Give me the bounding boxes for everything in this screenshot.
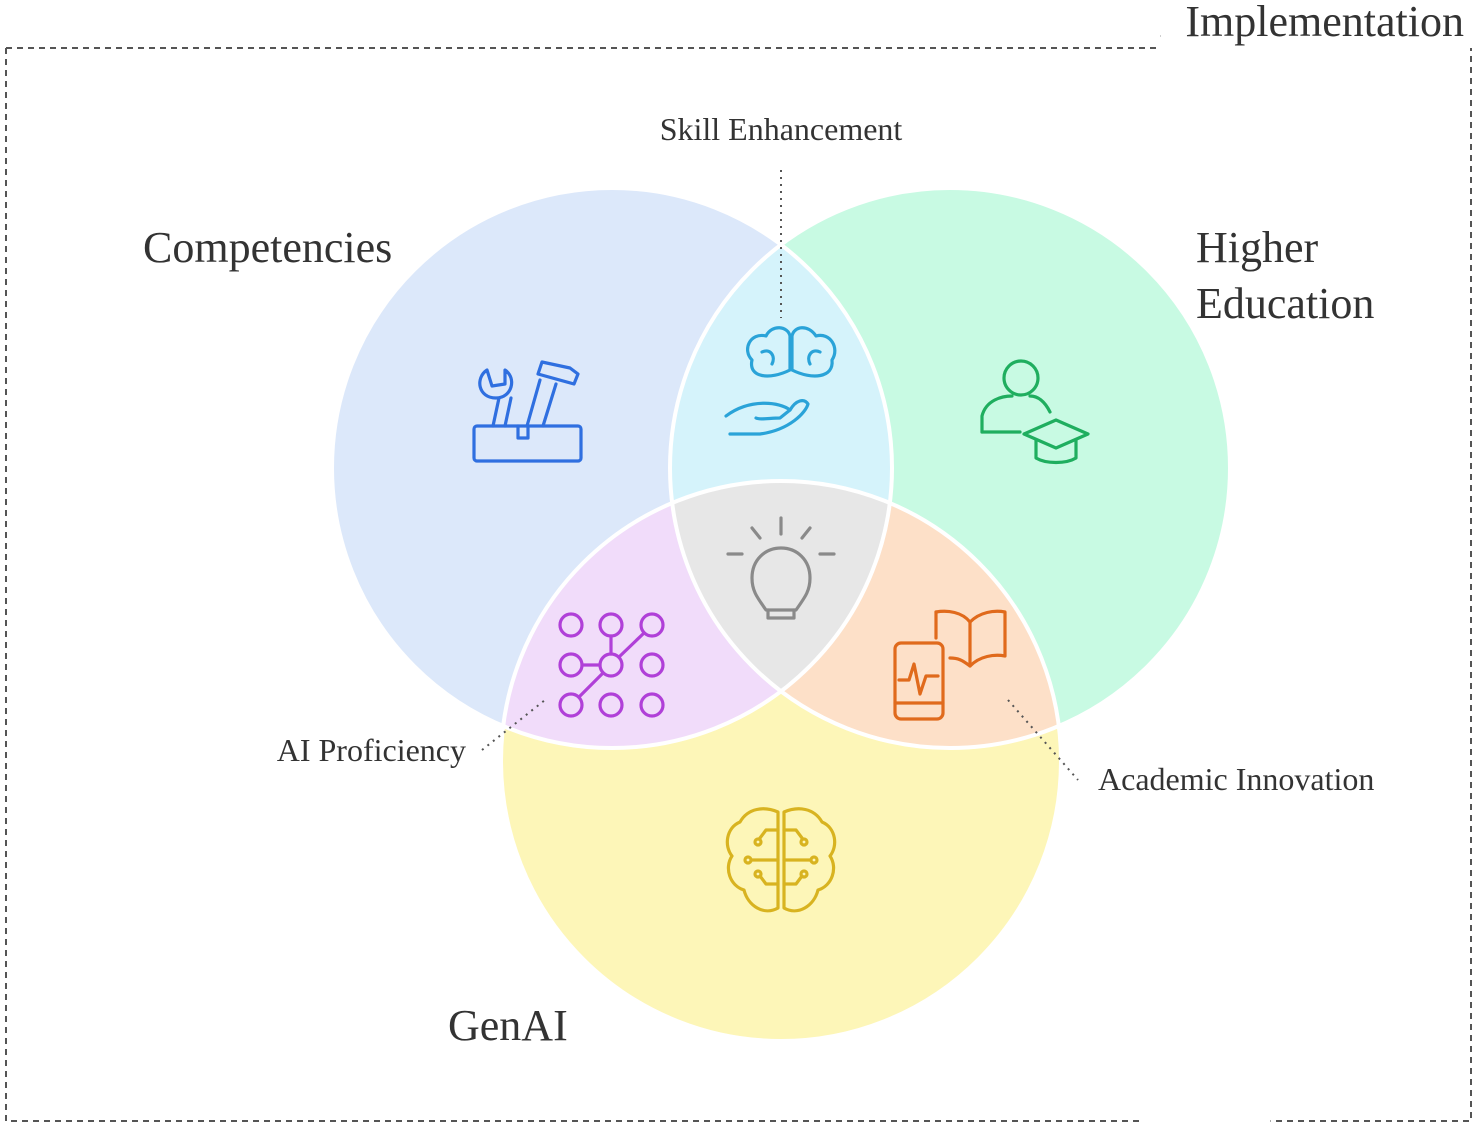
competencies-label: Competencies xyxy=(143,223,392,272)
higher-education-label-line2: Education xyxy=(1196,279,1374,328)
lightbulb-icon xyxy=(726,516,836,620)
phone-book-icon xyxy=(893,609,1007,721)
brain-hand-icon xyxy=(724,326,837,436)
graduate-icon xyxy=(980,359,1090,465)
ai-brain-icon xyxy=(725,807,837,913)
toolbox-icon xyxy=(472,360,583,463)
implementation-label: Implementation xyxy=(1185,0,1464,46)
higher-education-label-line1: Higher xyxy=(1196,223,1319,272)
academic-innovation-label: Academic Innovation xyxy=(1098,761,1374,797)
genai-outline xyxy=(499,479,1063,1043)
academic-innovation-region xyxy=(670,481,1061,748)
competencies-outline xyxy=(330,186,894,750)
pattern-grid-icon xyxy=(558,612,665,718)
ai-proficiency-label: AI Proficiency xyxy=(277,732,466,768)
genai-label: GenAI xyxy=(448,1001,568,1050)
higher-education-outline xyxy=(668,186,1232,750)
skill-enhancement-label: Skill Enhancement xyxy=(660,111,903,147)
implementation-frame xyxy=(5,48,1472,1122)
